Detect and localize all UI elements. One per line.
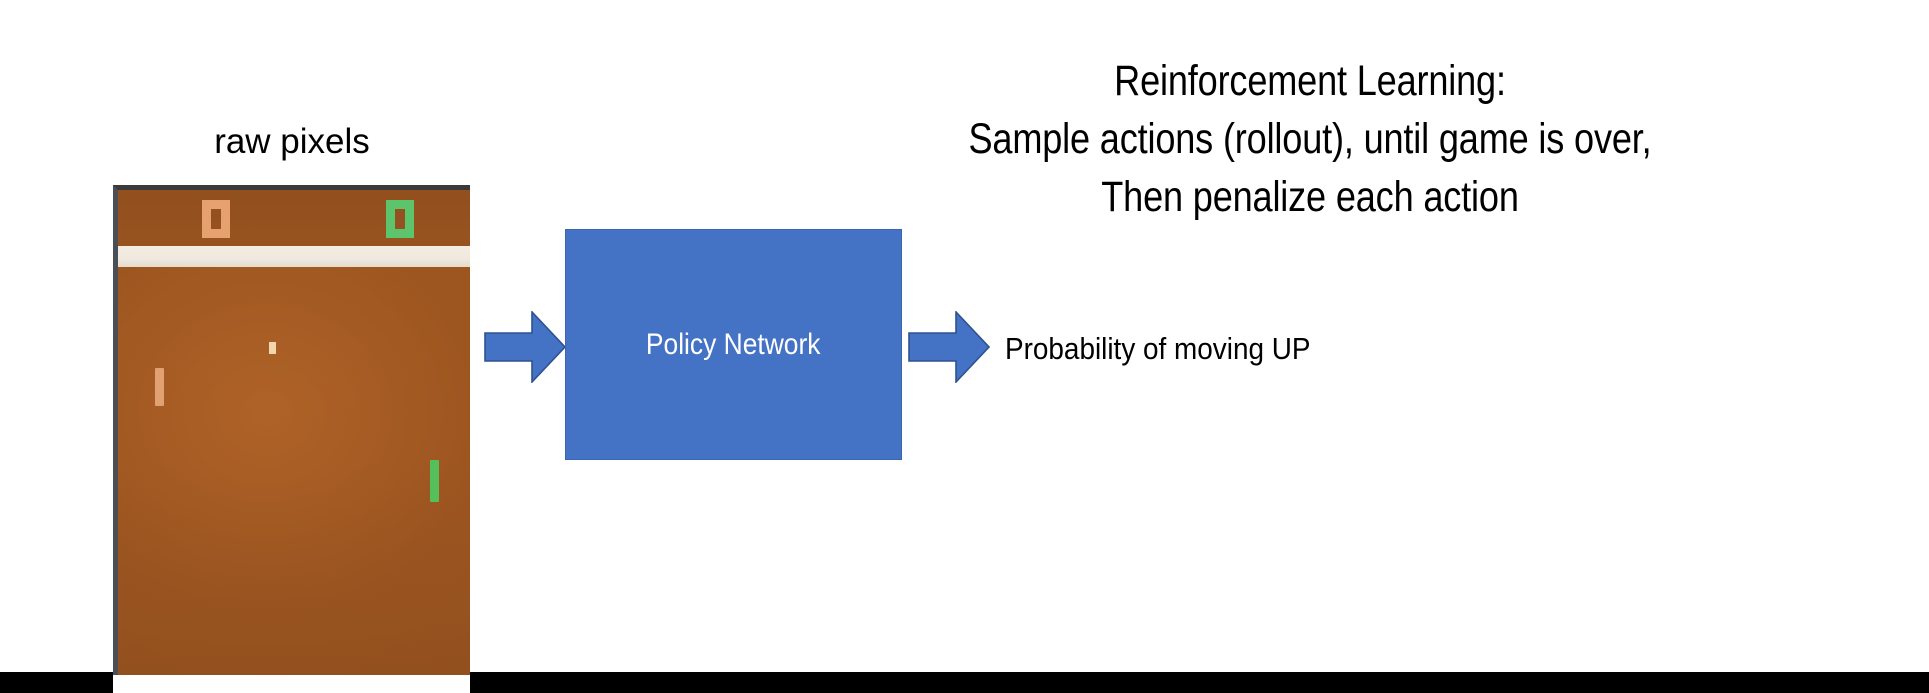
policy-network-box[interactable]: Policy Network [565,229,902,460]
pong-playfield [118,190,470,675]
slide-title: Reinforcement Learning: Sample actions (… [690,52,1929,226]
title-line-3: Then penalize each action [1101,173,1519,221]
input-arrow-icon [484,311,566,383]
pong-score-right-digit [386,200,414,238]
title-line-2: Sample actions (rollout), until game is … [968,115,1652,163]
raw-pixels-caption: raw pixels [214,122,370,161]
output-probability-label: Probability of moving UP [1005,331,1311,366]
output-arrow-icon [908,311,990,383]
pong-paddle-right [430,460,439,502]
policy-network-label: Policy Network [646,327,821,361]
title-line-1: Reinforcement Learning: [1114,57,1506,105]
pong-ball [269,342,276,354]
pong-divider-bar [118,246,470,267]
bottom-bar-right [470,672,1929,693]
pong-paddle-left [155,368,164,406]
bottom-bar-left [0,672,113,693]
pong-score-band [118,190,470,246]
pong-game-screenshot [113,185,470,675]
pong-score-left-digit [202,200,230,238]
